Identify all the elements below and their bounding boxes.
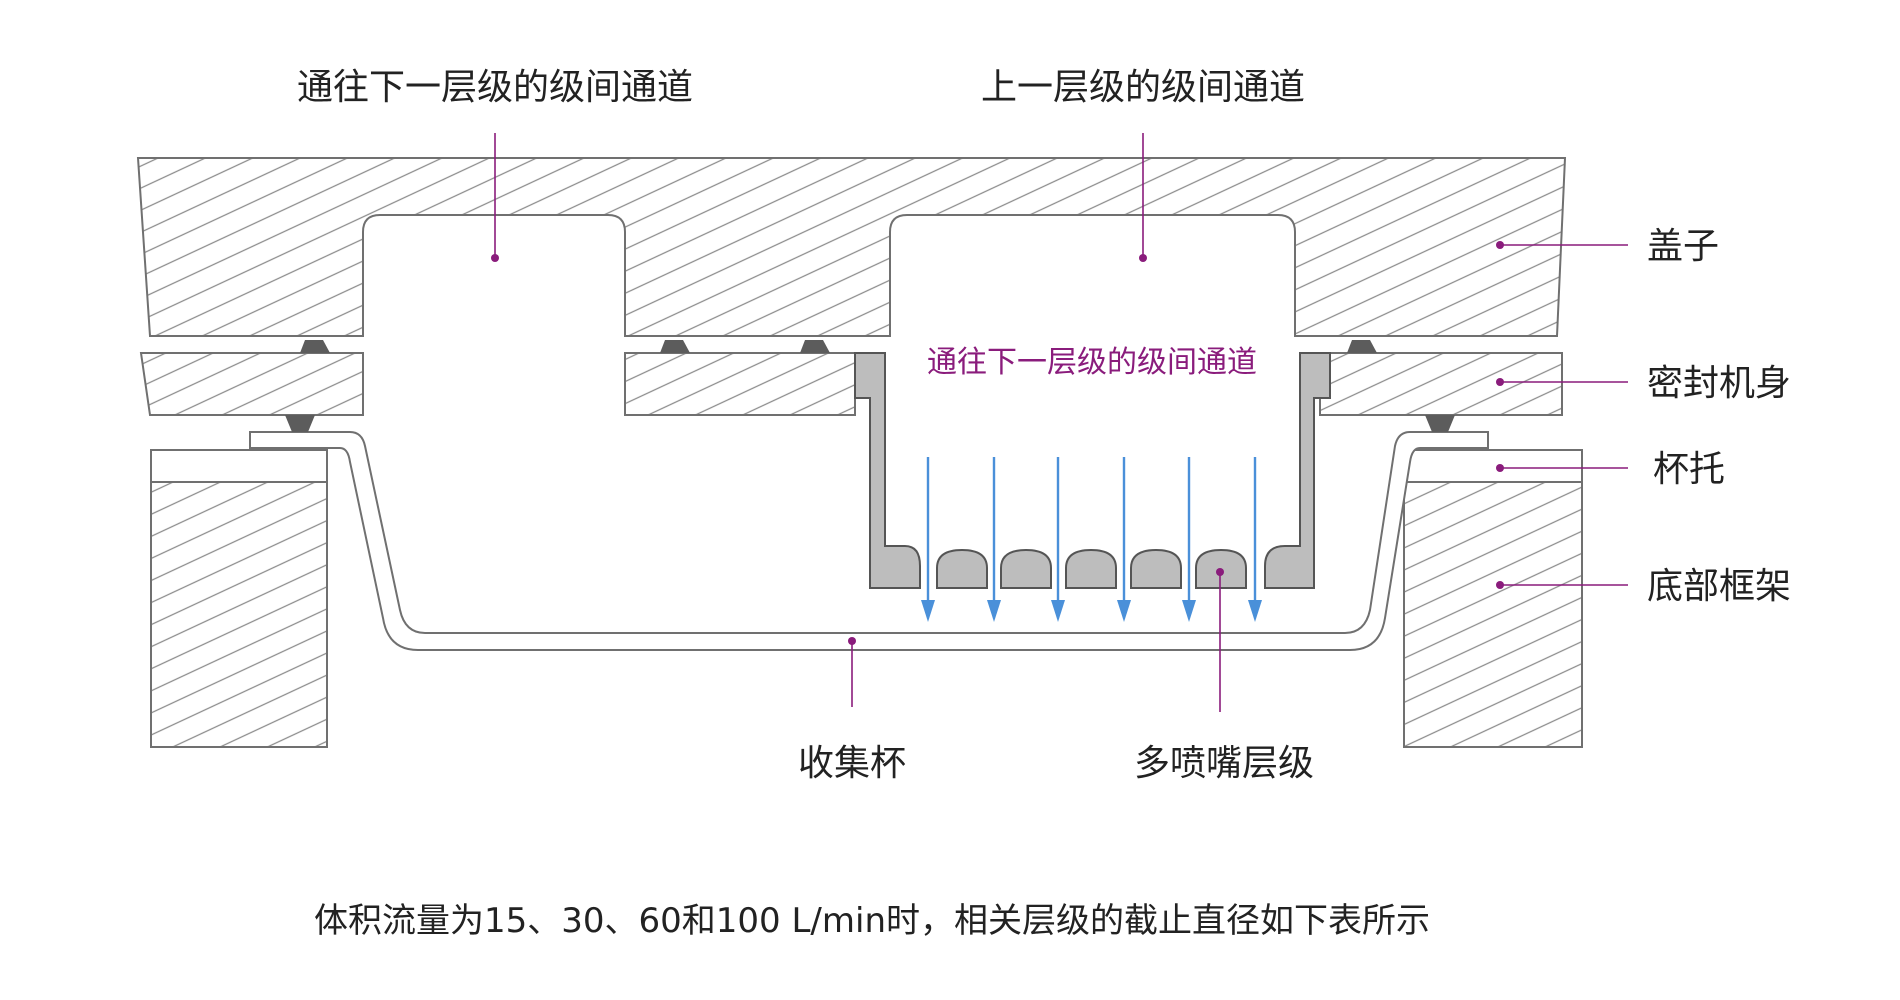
seal-bead (1425, 415, 1455, 432)
leader-dot (1496, 581, 1504, 589)
cup-holder-left (150, 449, 328, 483)
nozzle-bump (1130, 548, 1182, 589)
seal-bead (800, 340, 830, 353)
nozzle-stage-left-wall (854, 352, 921, 589)
leader-dot (1216, 568, 1224, 576)
cup-holder-right (1403, 449, 1583, 483)
lid (136, 157, 1567, 337)
flow-arrow-head (1182, 600, 1196, 622)
seal-bead (300, 340, 330, 353)
label-cup-holder: 杯托 (1653, 449, 1725, 490)
nozzle-bump (1000, 548, 1052, 589)
leader-dot (1496, 378, 1504, 386)
flow-arrow-head (1248, 600, 1262, 622)
label-base-frame: 底部框架 (1647, 566, 1791, 607)
seal-bead (660, 340, 690, 353)
nozzle-bumps (936, 548, 1247, 589)
flow-arrow-head (1051, 600, 1065, 622)
label-top-left-channel: 通往下一层级的级间通道 (297, 67, 693, 108)
collection-cup (249, 431, 1489, 651)
seal-body-right (1319, 352, 1563, 416)
flow-arrow-head (987, 600, 1001, 622)
nozzle-stage-right-wall (1264, 352, 1331, 589)
caption: 体积流量为15、30、60和100 L/min时，相关层级的截止直径如下表所示 (314, 901, 1430, 941)
leader-dot (1139, 254, 1147, 262)
leader-dot (1496, 464, 1504, 472)
seal-body-middle (624, 352, 856, 416)
base-frame-left (150, 481, 328, 748)
label-seal-body: 密封机身 (1647, 363, 1791, 404)
seal-bead (1347, 340, 1377, 353)
label-collection-cup: 收集杯 (798, 743, 906, 784)
nozzle-bump (936, 548, 988, 589)
label-inner-channel: 通往下一层级的级间通道 (927, 345, 1257, 380)
flow-arrow-head (1117, 600, 1131, 622)
base-frame-right (1403, 481, 1583, 748)
seal-beads (285, 340, 1455, 432)
seal-body-left (139, 352, 364, 416)
nozzle-bump (1065, 548, 1117, 589)
flow-arrow-head (921, 600, 935, 622)
flow-arrows (921, 457, 1262, 622)
label-multi-nozzle-stage: 多喷嘴层级 (1134, 743, 1314, 784)
leader-dot (491, 254, 499, 262)
leaders (491, 133, 1628, 712)
label-lid: 盖子 (1647, 226, 1719, 267)
seal-bead (285, 415, 315, 432)
label-top-right-channel: 上一层级的级间通道 (981, 67, 1305, 108)
leader-dot (848, 637, 856, 645)
leader-dot (1496, 241, 1504, 249)
